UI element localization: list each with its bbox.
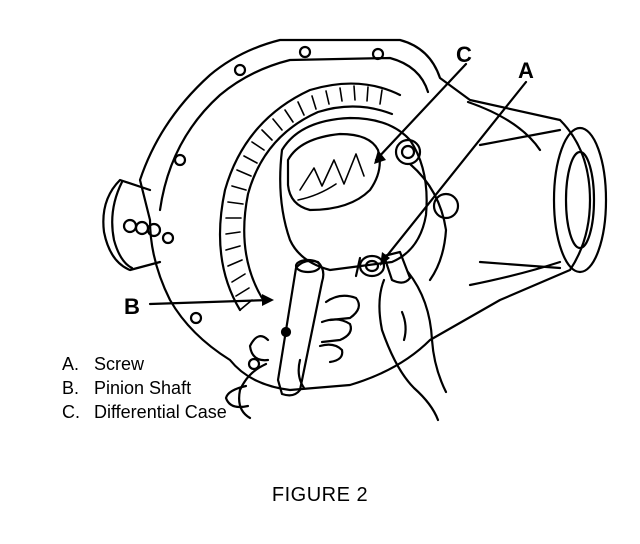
left-axle-tube (102, 178, 162, 272)
housing-outline (138, 38, 592, 392)
legend-key: A. (62, 354, 80, 374)
legend-text: Screw (94, 354, 145, 374)
differential-case (279, 116, 460, 282)
legend-item-differential-case: C. Differential Case (62, 400, 227, 424)
arrowhead-c (374, 150, 386, 164)
figure-caption: FIGURE 2 (271, 484, 369, 506)
parts-legend: A. Screw B. Pinion Shaft C. Differential Ca… (62, 352, 227, 424)
callout-b: B (124, 294, 140, 319)
legend-text: Differential Case (94, 402, 227, 422)
legend-text: Pinion Shaft (94, 378, 192, 398)
cover-bolts (161, 45, 385, 371)
screw (354, 250, 412, 284)
legend-item-screw: A. Screw (62, 352, 227, 376)
ring-gear (218, 82, 402, 312)
callout-a: A (518, 58, 534, 83)
pinion-shaft (276, 258, 325, 397)
callout-c: C (456, 42, 472, 67)
legend-key: B. (62, 378, 80, 398)
left-hand (224, 294, 360, 420)
case-window (286, 132, 381, 212)
arrowhead-b (262, 294, 274, 306)
leader-lines (148, 62, 528, 306)
right-axle-tube (478, 126, 608, 274)
housing-flange (158, 56, 430, 212)
legend-item-pinion-shaft: B. Pinion Shaft (62, 376, 227, 400)
arrowhead-a (380, 252, 390, 266)
legend-key: C. (62, 402, 80, 422)
right-hand (378, 270, 448, 422)
